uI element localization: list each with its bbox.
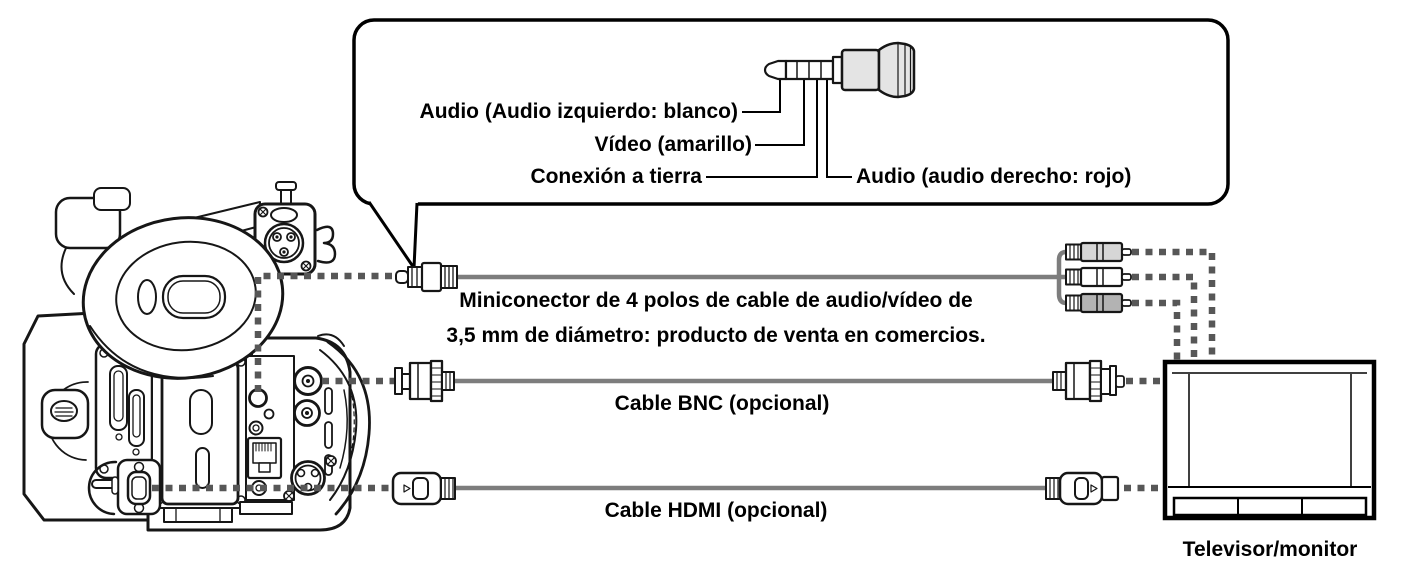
label-video: Vídeo (amarillo)	[594, 133, 752, 156]
connection-dotted-lines	[152, 248, 1216, 492]
camera-port-panel	[245, 355, 295, 501]
av-out-jack-port	[248, 388, 268, 408]
rca-plug-bottom	[1065, 292, 1132, 314]
cables	[449, 249, 1073, 491]
av-cable-split	[1056, 249, 1073, 306]
minijack-plug-illustration	[763, 41, 916, 99]
hdmi-connector-right	[1045, 471, 1120, 506]
label-av-cable-line1: Miniconector de 4 polos de cable de audi…	[459, 289, 973, 312]
label-bnc-cable: Cable BNC (opcional)	[614, 392, 830, 415]
dotted-av-camera	[254, 272, 396, 392]
tv-body	[1162, 359, 1377, 521]
hand-strap	[317, 333, 371, 516]
xlr-rear-port	[283, 455, 337, 502]
dial-knob	[50, 400, 78, 422]
minijack-connector	[395, 261, 458, 293]
hdmi-connector-left	[391, 471, 456, 506]
cable-clip	[315, 225, 337, 264]
camera-illustration	[22, 181, 371, 532]
tv-screen-bezel	[1188, 374, 1352, 487]
label-tv-monitor: Televisor/monitor	[1182, 538, 1358, 561]
plug-leader-lines	[706, 80, 852, 178]
tv-monitor-illustration	[1162, 359, 1377, 521]
dotted-rca-top	[1132, 248, 1216, 360]
dotted-rca-bottom	[1132, 299, 1181, 360]
viewfinder-eyecup	[81, 216, 285, 380]
camera-bnc-panel	[283, 366, 337, 502]
rca-plug-middle	[1065, 266, 1132, 288]
tv-speaker-bar	[1172, 496, 1368, 517]
bnc-connector-right	[1052, 359, 1125, 403]
dotted-rca-middle	[1132, 273, 1198, 360]
label-av-cable-line2: 3,5 mm de diámetro: producto de venta en…	[446, 324, 986, 347]
rca-plug-top	[1065, 241, 1132, 263]
bnc-connector-left	[394, 359, 455, 403]
lan-port	[246, 436, 283, 480]
callout-box	[352, 18, 1230, 270]
camera-hdmi-pod	[87, 458, 162, 516]
label-ground: Conexión a tierra	[530, 165, 702, 188]
xlr-audio-input	[253, 181, 337, 276]
label-audio-right: Audio (audio derecho: rojo)	[856, 165, 1132, 188]
label-audio-left: Audio (Audio izquierdo: blanco)	[419, 100, 738, 123]
label-hdmi-cable: Cable HDMI (opcional)	[604, 499, 828, 522]
